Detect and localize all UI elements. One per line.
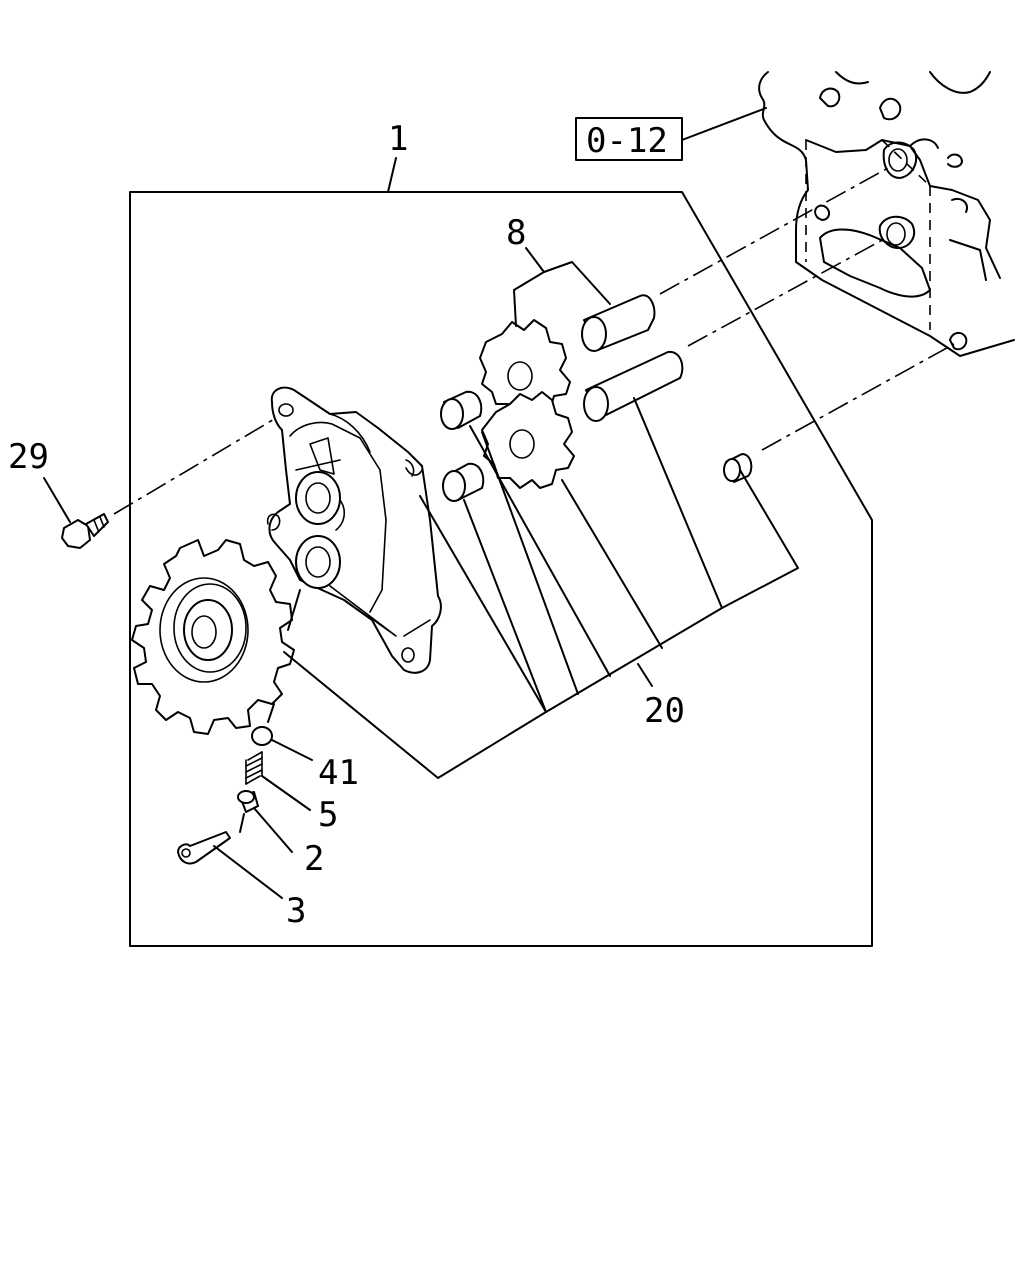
callout-pin-group: 20 xyxy=(644,691,685,731)
callout-oring: 41 xyxy=(318,753,359,793)
callout-cotter-pin: 3 xyxy=(286,891,306,931)
reference-box: 0-12 xyxy=(575,107,767,161)
callout-plug: 2 xyxy=(304,839,324,879)
callout-bolt: 29 xyxy=(8,437,49,477)
small-parts xyxy=(177,703,275,865)
reference-label: 0-12 xyxy=(586,121,668,161)
callout-rotor-set: 8 xyxy=(506,213,526,253)
plug-part xyxy=(237,790,259,813)
rotor-gears xyxy=(479,319,575,489)
pump-body xyxy=(266,386,442,674)
oring-part xyxy=(251,726,273,746)
center-lines xyxy=(113,167,955,515)
engine-block xyxy=(758,71,1015,357)
callout-spring: 5 xyxy=(318,795,338,835)
drive-gear xyxy=(131,539,295,735)
spring-part xyxy=(245,751,263,785)
assembly-boundary: 1 xyxy=(129,119,873,947)
callout-assembly: 1 xyxy=(388,119,408,159)
bolt-part xyxy=(43,477,109,549)
leader-lines xyxy=(213,247,799,899)
shafts xyxy=(440,294,753,502)
cotter-pin-part xyxy=(177,831,231,865)
